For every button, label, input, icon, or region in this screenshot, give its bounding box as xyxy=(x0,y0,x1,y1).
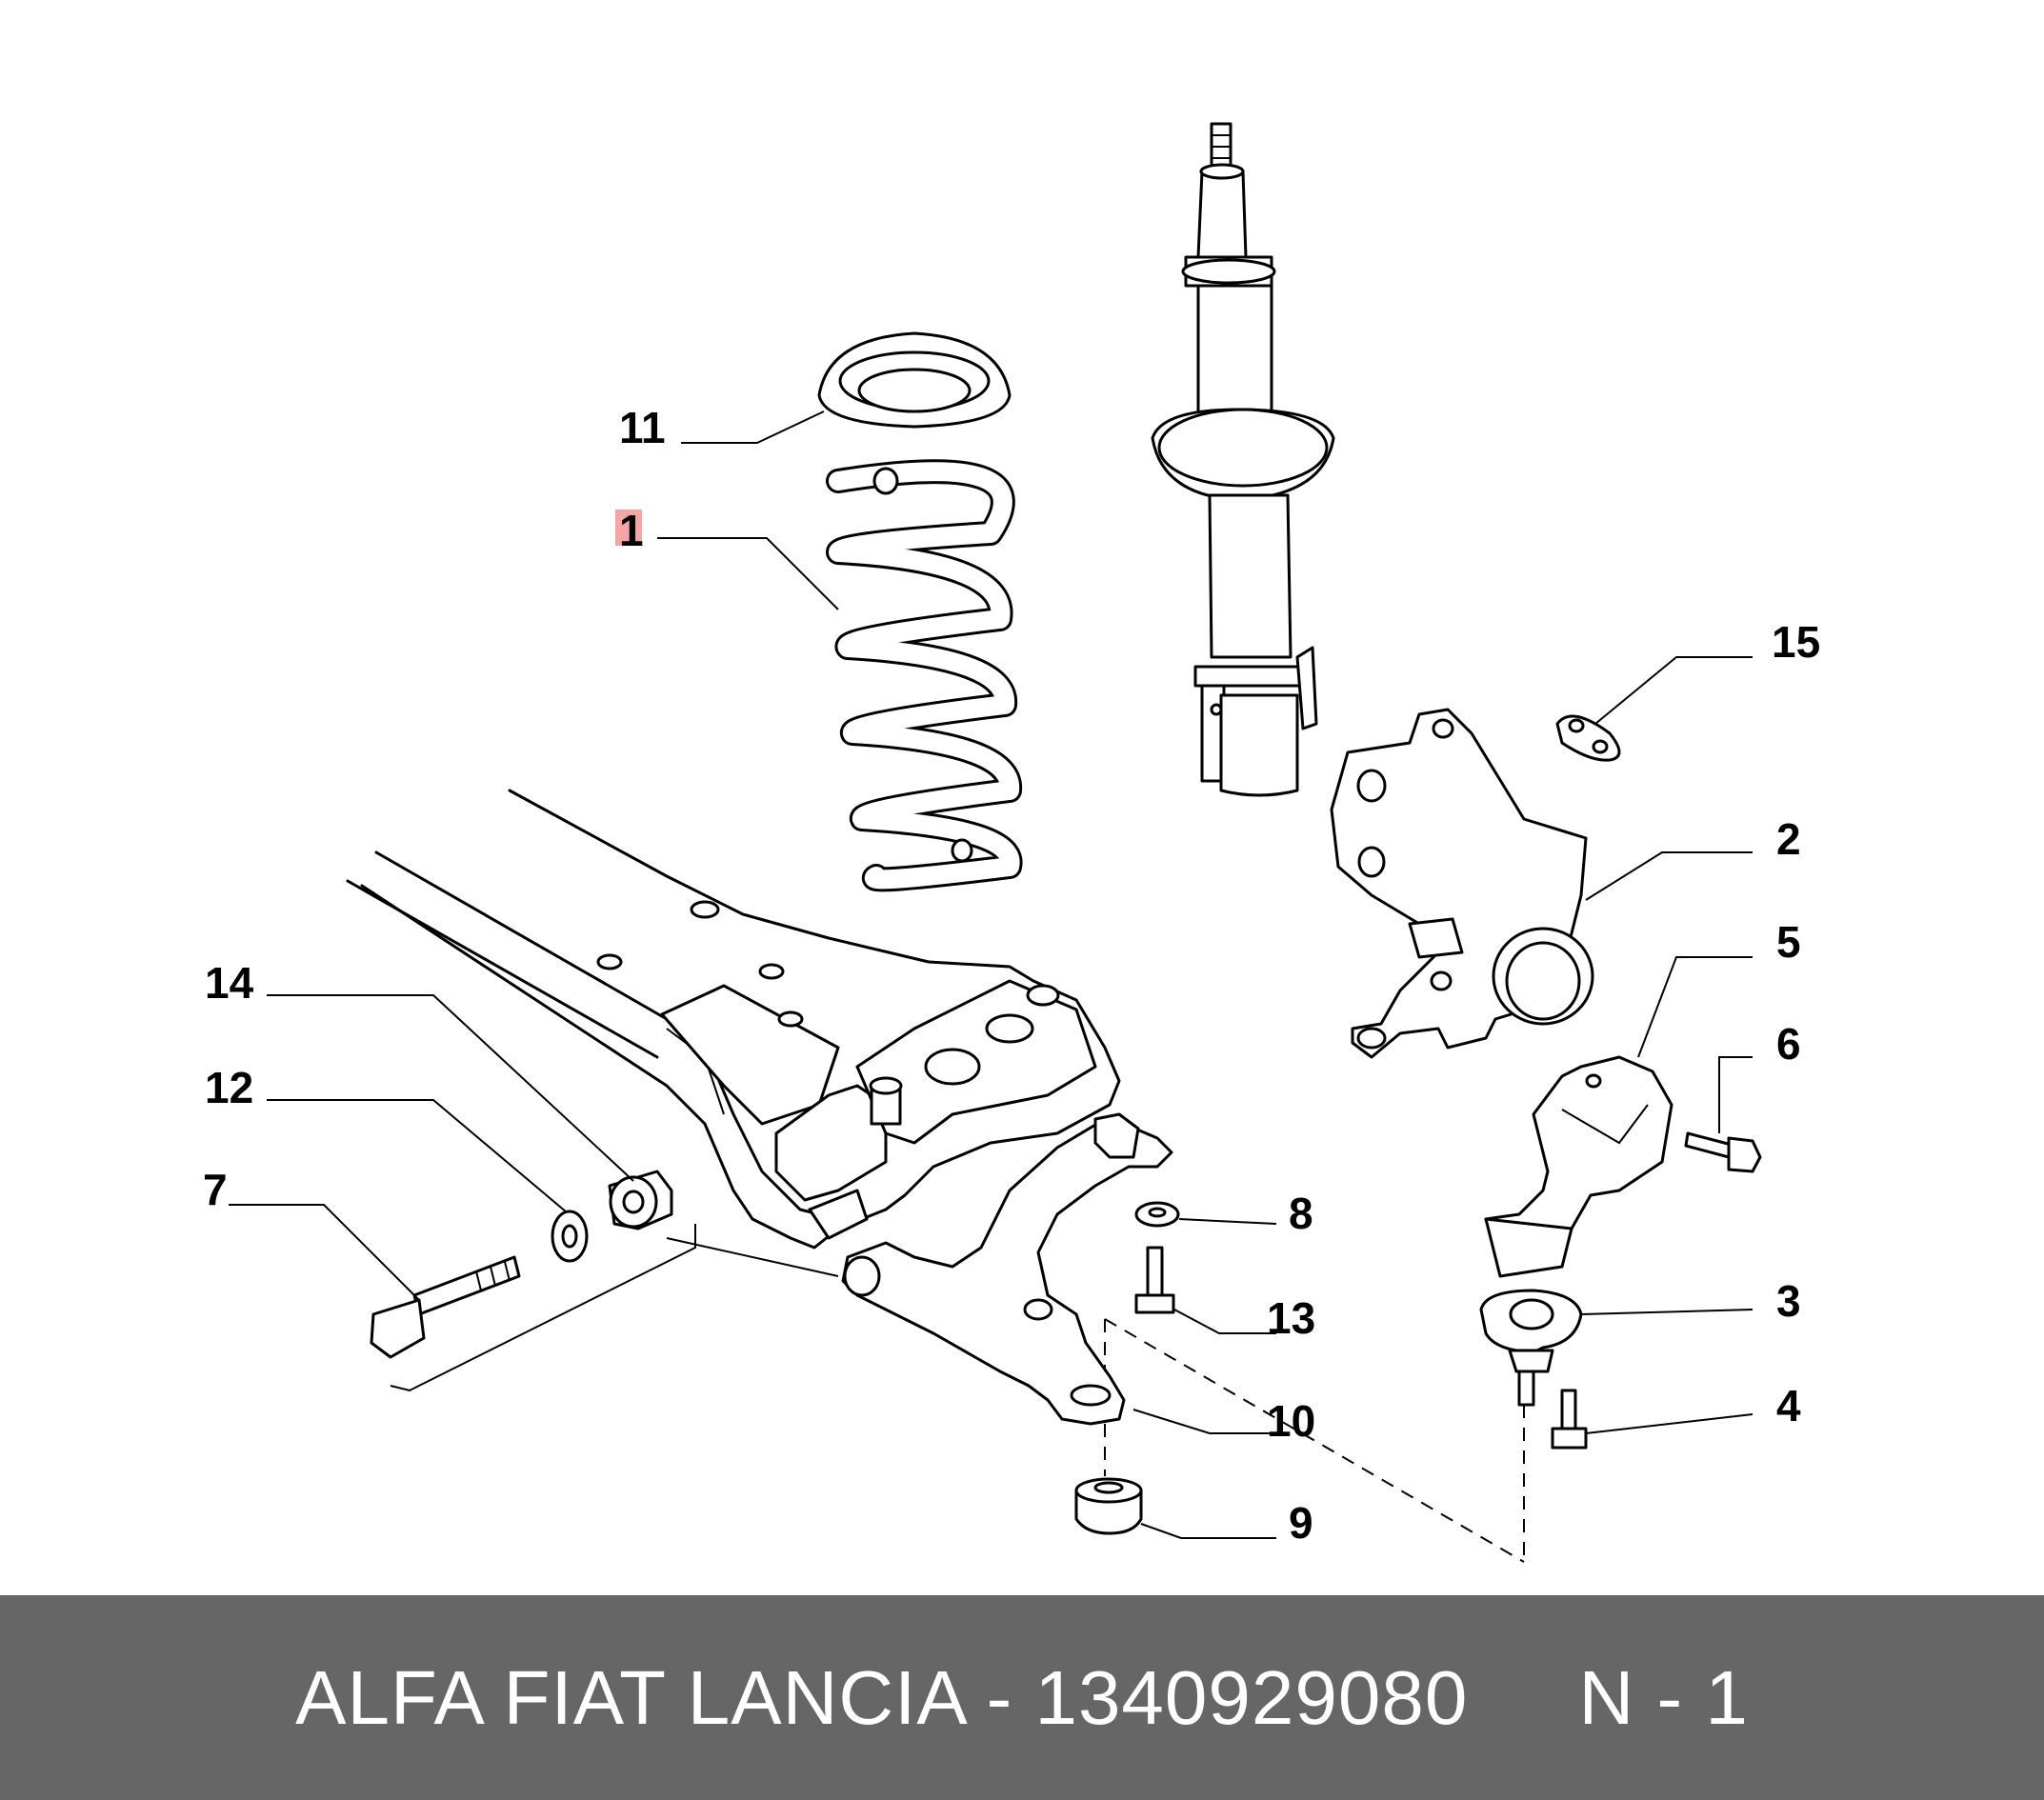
callout-7: 7 xyxy=(203,1165,228,1214)
bolt-6 xyxy=(1684,1131,1762,1173)
bolt-13 xyxy=(1134,1246,1175,1314)
nut-9 xyxy=(1074,1477,1143,1535)
callout-3: 3 xyxy=(1776,1276,1801,1326)
callout-15: 15 xyxy=(1772,617,1820,667)
callout-1: 1 xyxy=(619,506,644,555)
callouts: 1 2 3 4 5 6 7 8 9 10 11 12 13 14 15 xyxy=(203,403,1820,1548)
callout-12: 12 xyxy=(205,1063,253,1112)
callout-2: 2 xyxy=(1776,814,1801,864)
dust-shield xyxy=(1484,1055,1673,1278)
assembly-lines xyxy=(390,1224,1525,1563)
callout-11: 11 xyxy=(619,403,666,452)
callout-5: 5 xyxy=(1776,917,1801,967)
exploded-suspension-diagram: 1 2 3 4 5 6 7 8 9 10 11 12 13 14 15 xyxy=(203,122,1820,1563)
callout-14: 14 xyxy=(205,958,254,1008)
washer-12 xyxy=(551,1210,589,1263)
footer-banner: ALFA FIAT LANCIA - 1340929080 N - 1 xyxy=(0,1595,2044,1800)
part-number-title: ALFA FIAT LANCIA - 1340929080 N - 1 xyxy=(295,1654,1749,1740)
shock-absorber xyxy=(1151,122,1335,797)
leader-lines xyxy=(229,410,1753,1539)
bolt-4 xyxy=(1551,1389,1588,1450)
shim xyxy=(1555,714,1621,762)
callout-9: 9 xyxy=(1289,1498,1313,1548)
control-arm xyxy=(841,1112,1173,1426)
callout-1-highlight xyxy=(615,510,642,546)
callout-13: 13 xyxy=(1267,1293,1315,1343)
washer-8 xyxy=(1134,1201,1180,1228)
nut-14 xyxy=(608,1170,673,1230)
crossmember xyxy=(346,789,1121,1250)
callout-6: 6 xyxy=(1776,1019,1801,1069)
bolt-7 xyxy=(370,1255,521,1359)
callout-10: 10 xyxy=(1267,1396,1315,1446)
spring-seat xyxy=(817,331,1012,429)
steering-knuckle xyxy=(1330,708,1594,1059)
ball-joint xyxy=(1479,1289,1583,1407)
callout-4: 4 xyxy=(1776,1381,1801,1430)
coil-spring xyxy=(826,459,1023,892)
callout-8: 8 xyxy=(1289,1189,1313,1238)
